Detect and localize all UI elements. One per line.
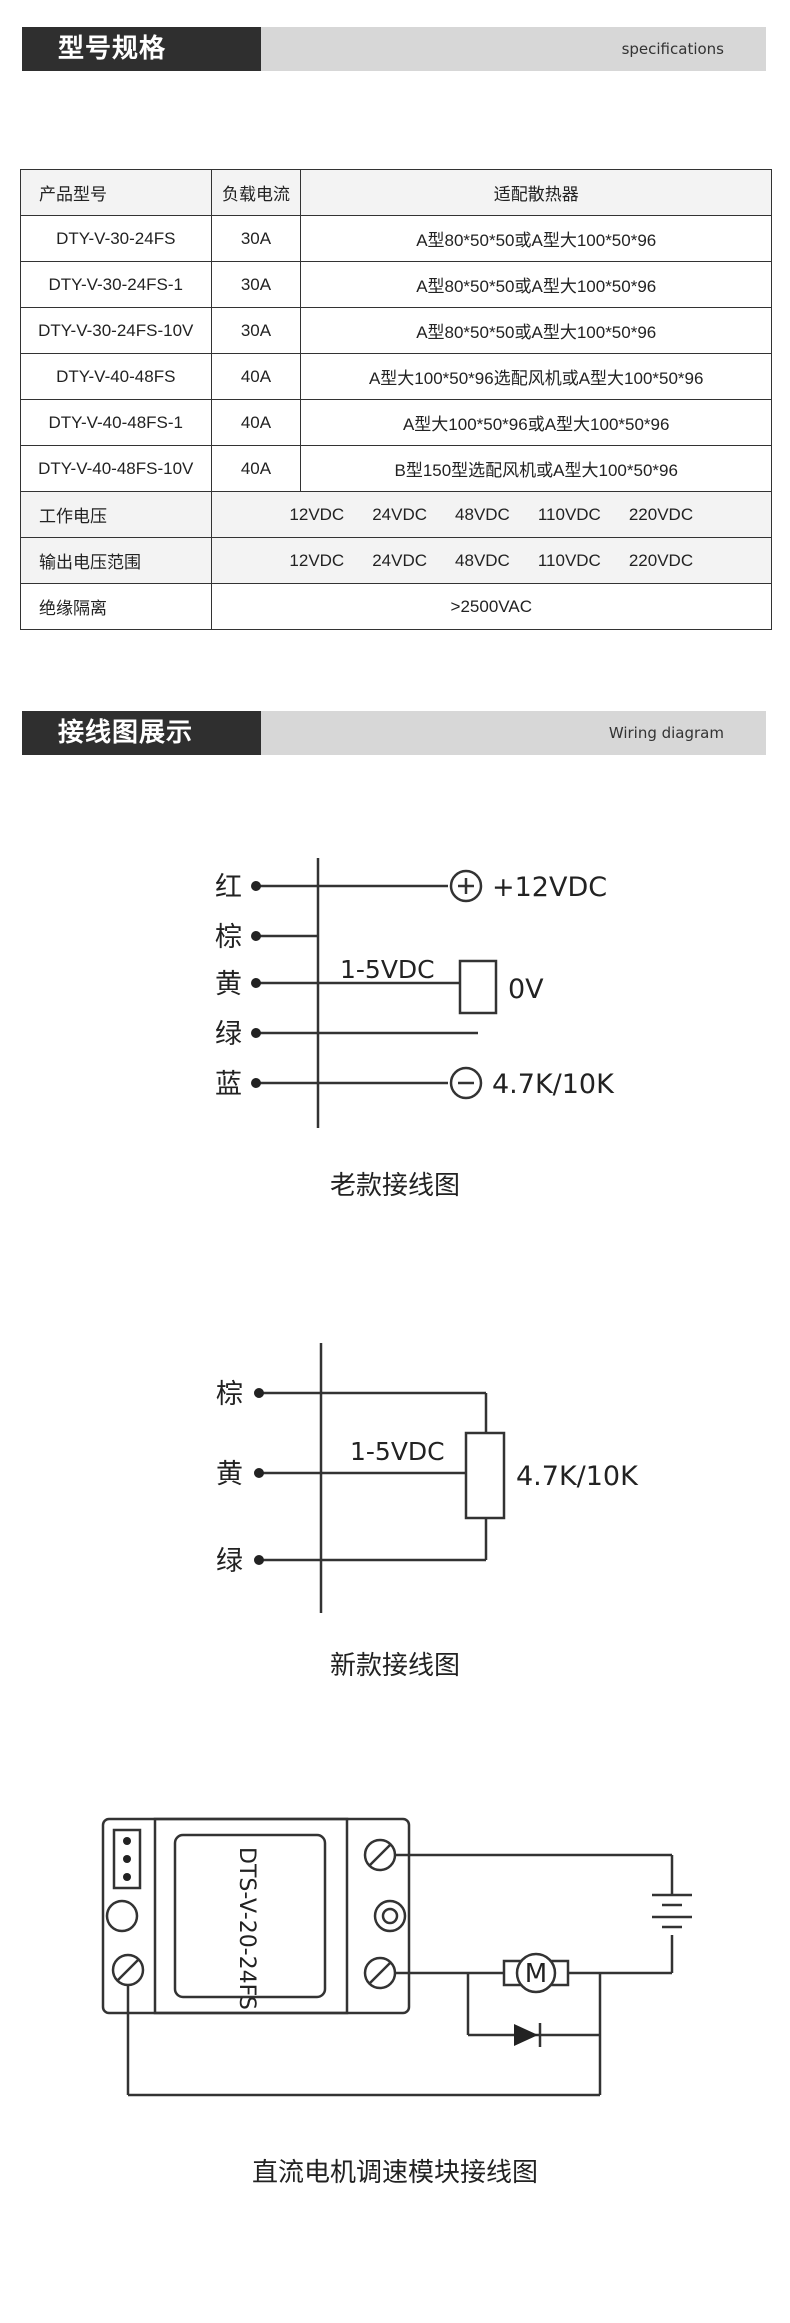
current-cell: 40A bbox=[210, 399, 302, 446]
module-label: DTS-V-20-24FS bbox=[234, 1847, 259, 2010]
section-title: 型号规格 bbox=[58, 34, 167, 64]
current-cell: 30A bbox=[210, 215, 302, 262]
wire-label-brown: 棕 bbox=[215, 922, 242, 953]
current-cell: 40A bbox=[210, 445, 302, 492]
working-voltage-values: 12VDC 24VDC 48VDC 110VDC 220VDC bbox=[210, 491, 773, 538]
insulation-value: >2500VAC bbox=[210, 583, 773, 630]
motor-wiring-diagram: M DTS-V-20-24FS bbox=[101, 1817, 692, 2097]
model-cell: DTY-V-40-48FS-1 bbox=[20, 399, 212, 446]
voltage-value: 220VDC bbox=[628, 550, 694, 570]
current-cell: 40A bbox=[210, 353, 302, 400]
model-cell: DTY-V-40-48FS-10V bbox=[20, 445, 212, 492]
model-cell: DTY-V-30-24FS bbox=[20, 215, 212, 262]
section-subtitle: specifications bbox=[621, 40, 724, 58]
header-current: 负载电流 bbox=[210, 169, 302, 216]
table-row: DTY-V-30-24FS-10V 30A A型80*50*50或A型大100*… bbox=[20, 307, 772, 354]
model-cell: DTY-V-40-48FS bbox=[20, 353, 212, 400]
signal-label: 1-5VDC bbox=[350, 1437, 445, 1466]
wire-label-green: 绿 bbox=[215, 1019, 242, 1050]
voltage-value: 24VDC bbox=[372, 504, 428, 524]
specifications-header: 型号规格 specifications bbox=[22, 27, 766, 71]
wiring-diagram-header: 接线图展示 Wiring diagram bbox=[22, 711, 766, 755]
table-header-row: 产品型号 负载电流 适配散热器 bbox=[20, 169, 772, 216]
wire-label-brown: 棕 bbox=[216, 1379, 243, 1410]
heatsink-cell: A型大100*50*96或A型大100*50*96 bbox=[300, 399, 772, 446]
heatsink-cell: A型80*50*50或A型大100*50*96 bbox=[300, 261, 772, 308]
specification-table: 产品型号 负载电流 适配散热器 DTY-V-30-24FS 30A A型80*5… bbox=[20, 169, 773, 630]
plus-voltage-label: +12VDC bbox=[492, 872, 607, 903]
insulation-row: 绝缘隔离 >2500VAC bbox=[20, 583, 773, 630]
header-model: 产品型号 bbox=[20, 169, 212, 216]
table-row: DTY-V-40-48FS-10V 40A B型150型选配风机或A型大100*… bbox=[20, 445, 772, 492]
wire-label-yellow: 黄 bbox=[215, 969, 242, 1000]
voltage-value: 220VDC bbox=[628, 504, 694, 524]
motor-label: M bbox=[525, 1959, 547, 1989]
voltage-value: 110VDC bbox=[537, 504, 601, 524]
voltage-value: 48VDC bbox=[455, 550, 510, 570]
model-cell: DTY-V-30-24FS-1 bbox=[20, 261, 212, 308]
wire-label-red: 红 bbox=[215, 872, 242, 903]
voltage-value: 12VDC bbox=[289, 504, 345, 524]
working-voltage-label: 工作电压 bbox=[20, 491, 212, 538]
section-title: 接线图展示 bbox=[58, 718, 194, 748]
heatsink-cell: B型150型选配风机或A型大100*50*96 bbox=[300, 445, 772, 492]
voltage-value: 24VDC bbox=[372, 550, 428, 570]
zero-volt-label: 0V bbox=[508, 974, 544, 1005]
working-voltage-row: 工作电压 12VDC 24VDC 48VDC 110VDC 220VDC bbox=[20, 491, 773, 538]
table-row: DTY-V-40-48FS-1 40A A型大100*50*96或A型大100*… bbox=[20, 399, 772, 446]
table-row: DTY-V-30-24FS 30A A型80*50*50或A型大100*50*9… bbox=[20, 215, 772, 262]
table-row: DTY-V-40-48FS 40A A型大100*50*96选配风机或A型大10… bbox=[20, 353, 772, 400]
old-wiring-diagram: 红 棕 黄 绿 蓝 +12VDC 1-5VDC 0V 4.7K/10K bbox=[215, 858, 615, 1128]
insulation-label: 绝缘隔离 bbox=[20, 583, 212, 630]
current-cell: 30A bbox=[210, 261, 302, 308]
voltage-value: 48VDC bbox=[455, 504, 510, 524]
old-diagram-caption: 老款接线图 bbox=[329, 1171, 460, 1201]
heatsink-cell: A型80*50*50或A型大100*50*96 bbox=[300, 307, 772, 354]
model-cell: DTY-V-30-24FS-10V bbox=[20, 307, 212, 354]
motor-diagram-caption: 直流电机调速模块接线图 bbox=[251, 2158, 538, 2188]
header-heatsink: 适配散热器 bbox=[300, 169, 772, 216]
output-voltage-values: 12VDC 24VDC 48VDC 110VDC 220VDC bbox=[210, 537, 773, 584]
heatsink-cell: A型大100*50*96选配风机或A型大100*50*96 bbox=[300, 353, 772, 400]
wire-label-yellow: 黄 bbox=[216, 1459, 243, 1490]
current-cell: 30A bbox=[210, 307, 302, 354]
new-diagram-caption: 新款接线图 bbox=[329, 1651, 460, 1681]
table-row: DTY-V-30-24FS-1 30A A型80*50*50或A型大100*50… bbox=[20, 261, 772, 308]
wire-label-blue: 蓝 bbox=[215, 1069, 242, 1100]
wire-label-green: 绿 bbox=[216, 1546, 243, 1577]
section-subtitle: Wiring diagram bbox=[608, 724, 724, 742]
heatsink-cell: A型80*50*50或A型大100*50*96 bbox=[300, 215, 772, 262]
output-voltage-label: 输出电压范围 bbox=[20, 537, 212, 584]
header-dark-block bbox=[22, 27, 261, 71]
output-voltage-row: 输出电压范围 12VDC 24VDC 48VDC 110VDC 220VDC bbox=[20, 537, 773, 584]
new-wiring-diagram: 棕 黄 绿 1-5VDC 4.7K/10K bbox=[216, 1343, 639, 1613]
voltage-value: 12VDC bbox=[289, 550, 345, 570]
minus-resistance-label: 4.7K/10K bbox=[492, 1069, 615, 1100]
signal-label: 1-5VDC bbox=[340, 955, 435, 984]
header-dark-block bbox=[22, 711, 261, 755]
voltage-value: 110VDC bbox=[537, 550, 601, 570]
resistor-label: 4.7K/10K bbox=[516, 1461, 639, 1492]
